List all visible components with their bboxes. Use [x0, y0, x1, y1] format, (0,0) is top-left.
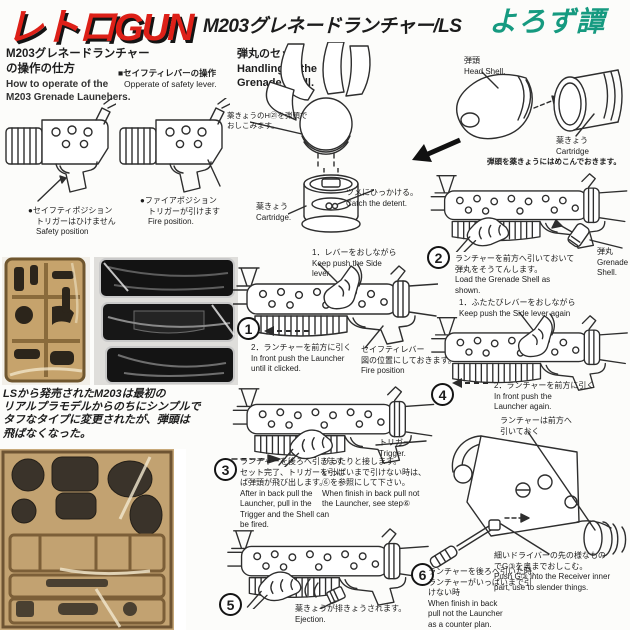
- history-note: LSから発売されたM203は最初の リアルプラモデルからのちにシンプルで タフな…: [3, 388, 201, 440]
- shell-exploded-figure: [456, 69, 623, 140]
- photo-black-part-bags: [94, 257, 238, 385]
- arrow-left-icon-2: [452, 378, 490, 388]
- step6-closeup-figure: [429, 431, 627, 569]
- step6-tool-note: 細いドライバーの先の様なもの でG③を奥までおしこむ。 Push G③ into…: [494, 551, 611, 592]
- step4-number-text: 4: [438, 386, 447, 403]
- step1-number: 1: [237, 317, 260, 340]
- howto-heading-en: How to operate of the M203 Grenade Laune…: [6, 79, 131, 104]
- trigger-label: トリガー Trigger.: [379, 438, 411, 458]
- safety-position-figure: [4, 98, 116, 202]
- step4-launcher-figure: [427, 312, 630, 394]
- step1-number-text: 1: [244, 320, 253, 337]
- cartridge-cutaway-figure: [288, 168, 374, 233]
- hand-holding-shell-figure: [250, 42, 371, 167]
- fit-note: 弾頭を薬きょうにはめこんでおきます。: [487, 157, 621, 166]
- step4-lever-text: 1．ふたたびレバーをおしながら Keep push the Side lever…: [459, 298, 576, 318]
- step6-text: ランチャーを後ろへ引いた時、 ランチャーがいっぱいまで引 けない時 When f…: [428, 567, 540, 629]
- safety-lever-label-jp: ■セイフティレバーの操作: [118, 68, 217, 78]
- step6-number-text: 6: [418, 566, 427, 583]
- step5-number: 5: [219, 593, 242, 616]
- photo-tan-sprue-large: [0, 449, 186, 630]
- page-logo: レトロGUN: [6, 7, 194, 49]
- step2-number: 2: [427, 246, 450, 269]
- flow-arrow-icon: [412, 137, 462, 162]
- step3-number-text: 3: [221, 461, 230, 478]
- step3-text: ランチャーを後ろへ引きます セット完了、トリガーを引け ば弾頭が飛び出します。 …: [240, 457, 344, 530]
- step2-number-text: 2: [434, 249, 443, 266]
- photo-tan-sprue-small: [2, 257, 90, 385]
- step3-launcher-figure: [231, 383, 435, 467]
- step4-number: 4: [431, 383, 454, 406]
- cartridge-label-2: 薬きょう Cartridge: [556, 136, 589, 156]
- page-title: M203グレネードランチャー/LS: [203, 16, 462, 37]
- step3-note: ぴったりと接します。 いっぱいまで引けない時は、 ⑥を参照にして下さい。 Whe…: [322, 457, 426, 509]
- howto-heading-jp: M203グレネードランチャー の操作の仕方: [6, 48, 150, 76]
- step4-note: ランチャーは前方へ 引いておく: [500, 416, 572, 436]
- step1-lever-text: 1．レバーをおしながら Keep push the Side lever.: [312, 248, 397, 279]
- step2-text: ランチャーを前方へ引いておいて 弾丸をそうてんします。 Load the Gre…: [455, 254, 575, 295]
- step5-number-text: 5: [226, 596, 235, 613]
- arrow-left-icon: [264, 326, 310, 336]
- head-shell-label: 弾頭 Head Shell.: [464, 56, 506, 76]
- cartridge-label: 薬きょう Cartridge.: [256, 202, 292, 222]
- safety-position-caption: ●セイフティポジション トリガーはひけません Safety position: [28, 206, 116, 237]
- fire-position-figure: [118, 98, 230, 202]
- step1-pull-text: 2．ランチャーを前方に引く In front push the Launcher…: [251, 343, 352, 374]
- push-shell-note: 薬きょうのH㉑を弾頭で おしこみます。: [227, 111, 308, 130]
- step1-launcher-figure: [233, 263, 438, 348]
- safety-lever-label-en: Opperate of safety lever.: [124, 79, 217, 89]
- step2-launcher-figure: [428, 170, 630, 252]
- grenade-shell-label: 弾丸 Grenade Shell.: [597, 247, 629, 278]
- step1-safety-note: セイフティレバー 図の位置にしておきます。 Fire position: [361, 345, 456, 376]
- ejection-label: 薬きょうが排きょうされます。 Ejection.: [295, 604, 407, 624]
- step4-pull-text: 2．ランチャーを前方に引く In front push the Launcher…: [494, 381, 595, 412]
- detent-label: ツメにひっかける。 Catch the detent.: [346, 188, 418, 208]
- brand-mark: よろず譚: [489, 6, 606, 37]
- step3-number: 3: [214, 458, 237, 481]
- step6-number: 6: [411, 563, 434, 586]
- step5-launcher-figure: [218, 525, 430, 609]
- fire-position-caption: ●ファイアポジション トリガーが引けます Fire position.: [140, 196, 220, 227]
